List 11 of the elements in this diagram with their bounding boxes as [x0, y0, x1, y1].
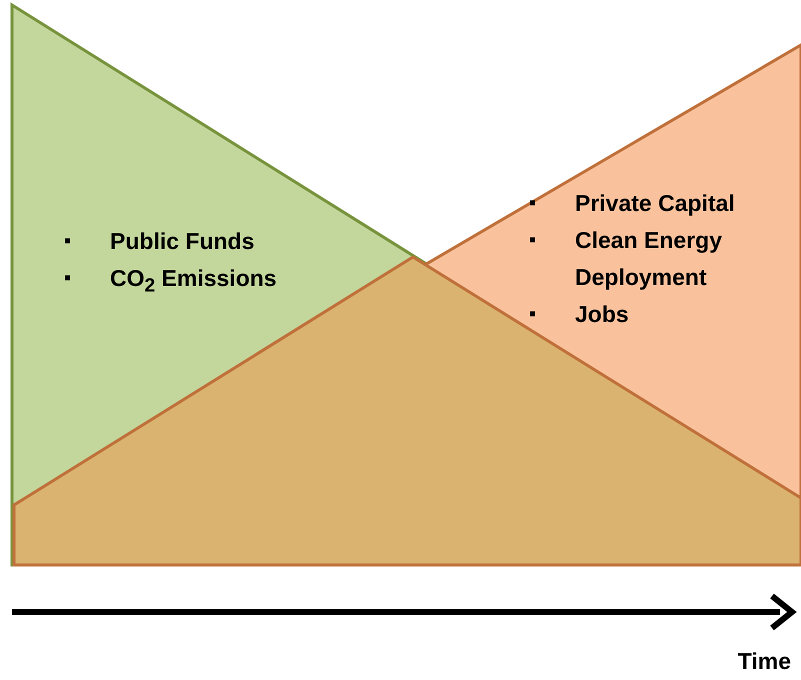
bullet-marker: ▪	[528, 191, 538, 216]
axis-label: Time	[738, 648, 791, 675]
bullet-item: Jobs	[575, 300, 630, 329]
bullet-marker: ▪	[63, 266, 72, 291]
bullet-item: Clean Energy Deployment	[575, 226, 723, 292]
bullet-marker: ▪	[63, 229, 72, 254]
bullet-marker: ▪	[528, 228, 538, 253]
bullet-marker: ▪	[528, 302, 538, 327]
bullet-item: Public Funds	[110, 227, 256, 256]
bullet-item: Private Capital	[575, 189, 736, 218]
bullet-item: CO$_{2}$ Emissions	[110, 264, 278, 299]
